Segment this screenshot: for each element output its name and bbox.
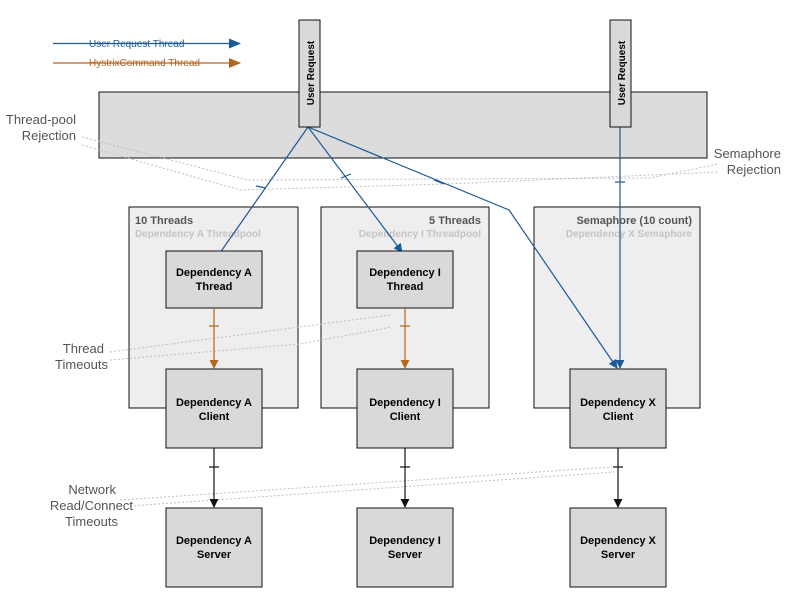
dependency-a-server-box <box>165 507 263 588</box>
pool-x-subtitle: Dependency X Semaphore <box>566 229 693 240</box>
dependency-i-client-box <box>356 368 454 449</box>
dependency-x-server-line-1: Dependency X <box>580 535 656 547</box>
semaphore-rejection-label-line-1: Semaphore <box>714 146 781 161</box>
user-thread-to-dependency-x-client <box>307 126 618 369</box>
dependency-a-server-line-2: Server <box>197 549 232 561</box>
dependency-i-server-box <box>356 507 454 588</box>
dependency-a-thread-box <box>165 250 263 309</box>
network-timeouts-label-line-1: Network <box>68 482 116 497</box>
dependency-i-client-line-2: Client <box>390 411 421 423</box>
dependency-x-server-box <box>569 507 667 588</box>
threadpool-rejection-label-line-1: Thread-pool <box>6 112 76 127</box>
pool-i-header: 5 Threads <box>429 215 481 227</box>
thread-timeout-leader-line-2 <box>109 326 393 361</box>
dependency-x-client-box <box>569 368 667 449</box>
network-timeout-leader-line-1 <box>119 466 613 501</box>
dependency-a-server-line-1: Dependency A <box>176 535 252 547</box>
dependency-a-client-line-1: Dependency A <box>176 397 252 409</box>
legend-user-thread-label: User Request Thread <box>89 39 184 50</box>
pool-a-header: 10 Threads <box>135 215 193 227</box>
user-request-label-2: User Request <box>617 40 628 105</box>
dependency-i-thread-line-1: Dependency I <box>369 267 441 279</box>
pool-i-subtitle: Dependency I Threadpool <box>359 229 481 240</box>
user-thread-to-dependency-i-thread <box>307 126 403 253</box>
network-timeouts-label-line-3: Timeouts <box>65 514 118 529</box>
dependency-a-thread-line-1: Dependency A <box>176 267 252 279</box>
semaphore-rejection-label-line-2: Rejection <box>727 162 781 177</box>
dependency-a-thread-line-2: Thread <box>196 281 233 293</box>
threadpool-i-rejection-tick <box>340 173 352 179</box>
dependency-x-client-line-1: Dependency X <box>580 397 656 409</box>
network-call-lines <box>209 448 623 508</box>
legend-hystrix-thread-arrowhead <box>229 58 241 68</box>
user-request-label-1: User Request <box>306 40 317 105</box>
rejection-leader-line-1 <box>81 136 719 181</box>
dependency-i-thread-line-2: Thread <box>387 281 424 293</box>
semaphore-rejection-tick-1 <box>433 179 445 185</box>
dependency-x-server-line-2: Server <box>601 549 636 561</box>
network-timeout-leader-line-2 <box>129 471 615 507</box>
pool-x-header: Semaphore (10 count) <box>576 215 692 227</box>
request-container <box>98 91 708 159</box>
dependency-i-thread-box <box>356 250 454 309</box>
threadpool-rejection-label-line-2: Rejection <box>22 128 76 143</box>
threadpool-a-rejection-tick <box>255 185 267 189</box>
user-request-thread-lines <box>214 126 625 369</box>
dependency-a-client-line-2: Client <box>199 411 230 423</box>
legend-user-thread-arrowhead <box>229 38 241 49</box>
hystrix-thread-lines <box>209 308 410 369</box>
dependency-i-client-line-1: Dependency I <box>369 397 441 409</box>
user-thread-to-dependency-a-thread <box>214 126 309 261</box>
dependency-a-client-box <box>165 368 263 449</box>
user-request-box-1 <box>298 19 321 128</box>
dependency-i-server-line-2: Server <box>388 549 423 561</box>
legend: User Request Thread HystrixCommand Threa… <box>53 38 241 69</box>
thread-timeouts-label-line-2: Timeouts <box>55 357 108 372</box>
dependency-i-server-line-1: Dependency I <box>369 535 441 547</box>
dependency-x-client-line-2: Client <box>603 411 634 423</box>
thread-timeout-leader-line-1 <box>109 314 391 353</box>
pool-a-subtitle: Dependency A Threadpool <box>135 229 261 240</box>
thread-timeouts-label-line-1: Thread <box>63 341 104 356</box>
user-request-box-2 <box>609 19 632 128</box>
network-timeouts-label-line-2: Read/Connect <box>50 498 133 513</box>
